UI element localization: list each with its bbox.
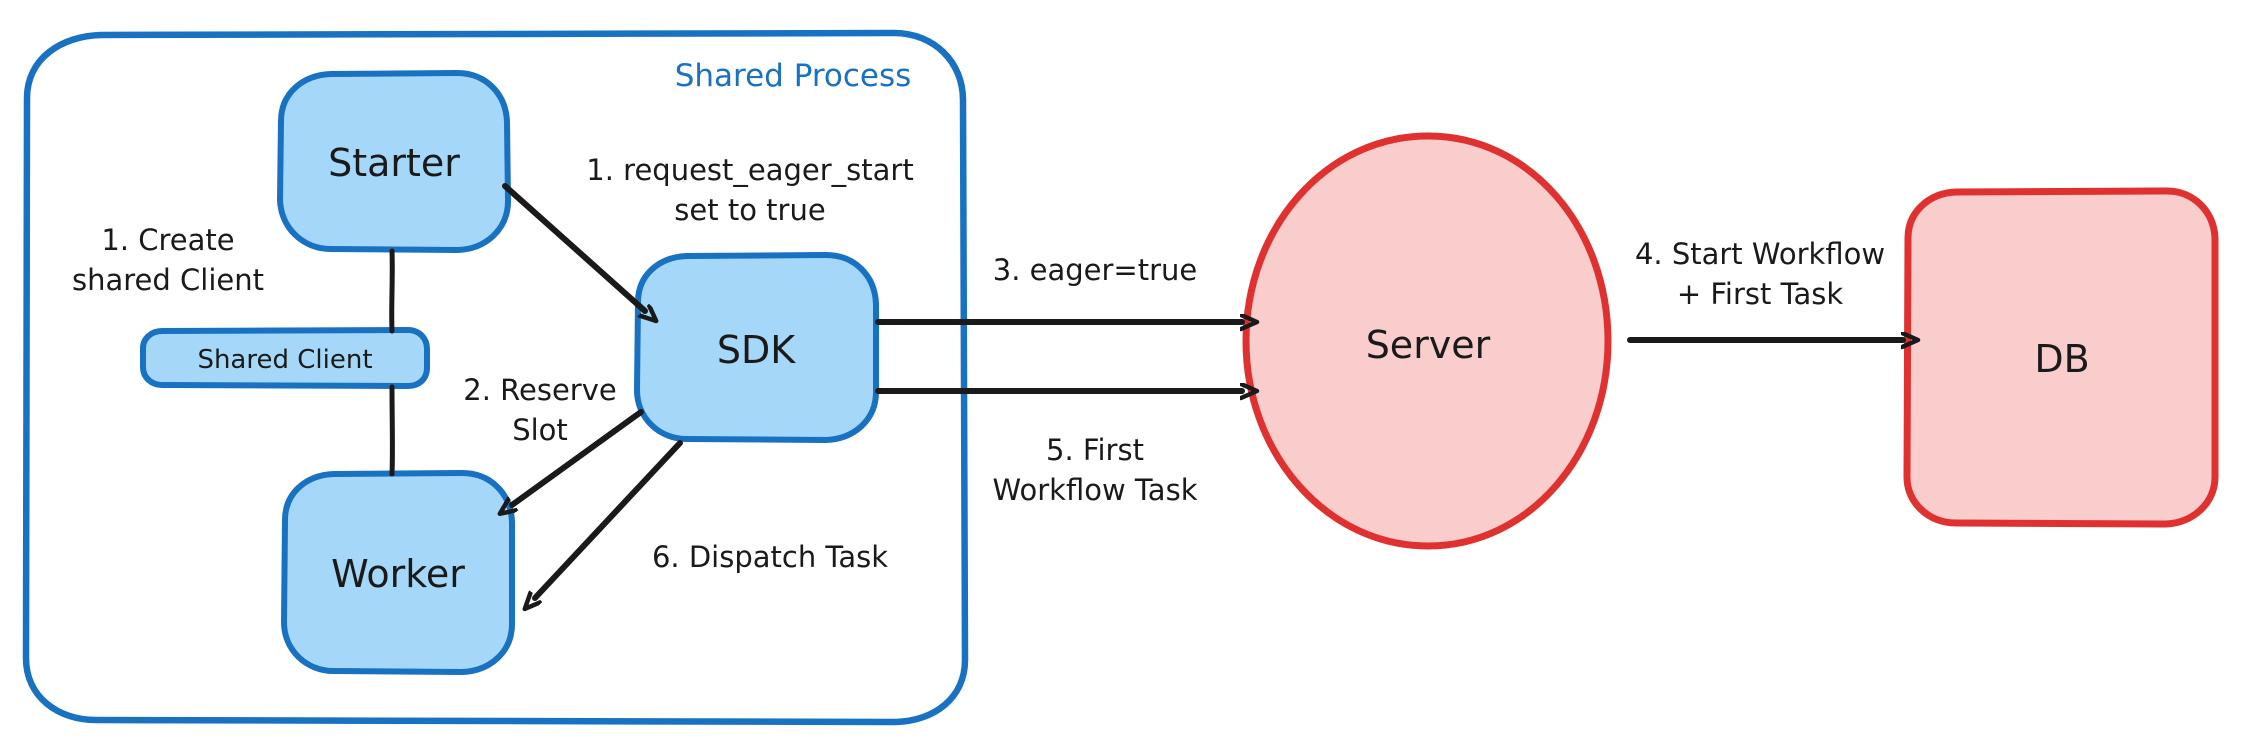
edge-reserve-slot-label-line1: 2. Reserve [463,373,616,407]
edge-first-workflow-task-label-line2: Workflow Task [993,473,1198,507]
edge-dispatch-task: 6. Dispatch Task [535,440,888,598]
node-worker-label: Worker [331,552,465,596]
edge-eager-true-label: 3. eager=true [993,253,1198,287]
edge-eager-start-label-line2: set to true [674,193,825,227]
node-server[interactable]: Server [1242,132,1612,550]
node-sdk-label: SDK [717,328,796,372]
edge-create-label-line1: 1. Create [101,223,234,257]
edge-start-workflow: 4. Start Workflow + First Task [1627,237,1903,340]
edge-request-eager-start: 1. request_eager_start set to true [502,153,914,311]
node-server-label: Server [1366,323,1491,367]
edge-reserve-slot: 2. Reserve Slot [463,373,644,505]
edge-start-workflow-label-line1: 4. Start Workflow [1635,237,1885,271]
edge-first-workflow-task-label-line1: 5. First [1046,433,1144,467]
edge-eager-start-label-line1: 1. request_eager_start [586,153,913,187]
edge-create-label-line2: shared Client [72,263,264,297]
node-starter-label: Starter [328,141,460,185]
edge-dispatch-task-label: 6. Dispatch Task [652,540,888,574]
edge-eager-true: 3. eager=true [875,253,1242,322]
node-starter[interactable]: Starter [276,69,512,254]
node-shared-client-label: Shared Client [197,345,372,375]
node-sdk[interactable]: SDK [633,251,879,444]
edge-reserve-slot-label-line2: Slot [512,413,568,447]
shared-process-label: Shared Process [675,58,912,94]
edge-start-workflow-label-line2: + First Task [1677,277,1844,311]
edge-first-workflow-task: 5. First Workflow Task [875,391,1242,507]
node-db[interactable]: DB [1903,187,2219,528]
node-db-label: DB [2034,337,2089,381]
edge-create-shared-client: 1. Create shared Client [72,223,395,477]
node-worker[interactable]: Worker [280,469,515,676]
shared-process-container: Shared Process [22,29,969,726]
node-shared-client[interactable]: Shared Client [140,326,430,390]
